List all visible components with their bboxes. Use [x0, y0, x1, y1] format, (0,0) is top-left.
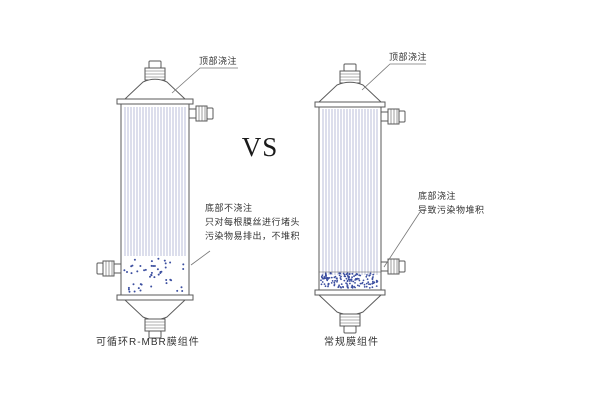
annotation-line: 只对每根膜丝进行堵头 [205, 217, 301, 227]
leader-lines [171, 63, 426, 268]
left-bottom-annotation: 底部不浇注 只对每根膜丝进行堵头 污染物易排出，不堆积 [205, 201, 300, 243]
annotation-line: 底部不浇注 [205, 203, 253, 213]
left-bottom-leader [190, 250, 211, 266]
right-module-caption: 常规膜组件 [324, 337, 379, 348]
left-upper-port-collar [195, 105, 208, 122]
left-bottom-flange [116, 294, 194, 301]
right-bottom-dome [317, 294, 383, 316]
right-top-annotation: 顶部浇注 [389, 52, 428, 62]
left-module-drawing [96, 60, 214, 339]
left-upper-port-cap [206, 107, 214, 120]
left-module-caption: 可循环R-MBR膜组件 [96, 337, 200, 348]
left-top-leader [171, 67, 238, 94]
right-top-leader [361, 63, 426, 91]
left-lower-port-collar [102, 260, 115, 277]
left-membrane-fibers [124, 107, 186, 256]
left-top-cap [148, 60, 162, 69]
left-top-annotation: 顶部浇注 [199, 56, 238, 66]
vs-label: VS [241, 132, 279, 162]
right-upper-port-cap [398, 110, 406, 123]
left-lower-port-cap [96, 262, 104, 275]
right-bottom-annotation: 底部浇注 导致污染物堆积 [418, 189, 485, 217]
right-lower-port-collar [387, 258, 400, 275]
left-lower-port-neck [113, 263, 122, 274]
annotation-line: 污染物易排出，不堆积 [205, 231, 301, 241]
left-top-flange [116, 98, 194, 105]
right-accumulated-particles [320, 272, 379, 289]
left-bottom-cap [148, 330, 162, 339]
left-top-dome [123, 78, 187, 100]
left-bottom-dome [123, 299, 187, 321]
right-top-dome [317, 81, 383, 103]
right-top-flange [314, 101, 386, 108]
right-bottom-leader [383, 211, 421, 268]
left-upper-port-neck [188, 108, 197, 119]
right-upper-port-collar [387, 108, 400, 125]
annotation-line: 底部浇注 [418, 191, 457, 201]
right-top-cap [343, 63, 357, 72]
annotation-line: 导致污染物堆积 [418, 205, 485, 215]
left-scattered-particles [123, 257, 185, 293]
right-bottom-flange [314, 289, 386, 296]
right-upper-port-neck [380, 111, 389, 122]
right-membrane-fibers [322, 109, 378, 275]
right-module-drawing [314, 63, 406, 334]
right-bottom-cap [343, 325, 357, 334]
right-lower-port-cap [398, 260, 406, 273]
